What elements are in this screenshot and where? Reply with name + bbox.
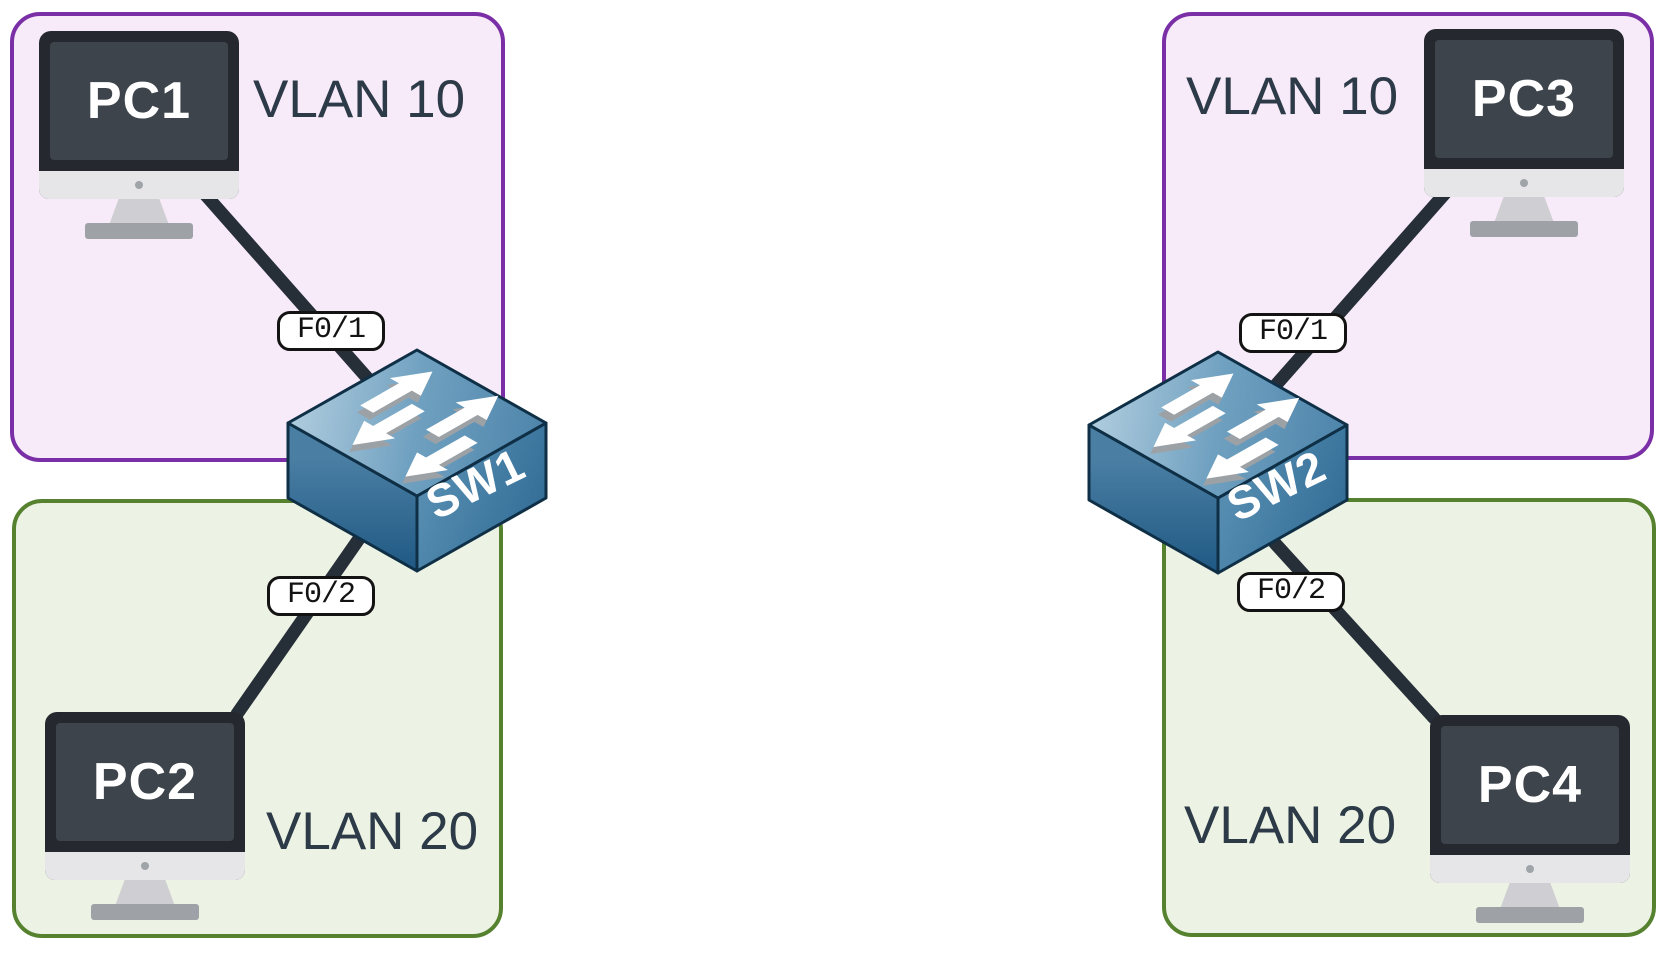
monitor-chin <box>45 852 245 880</box>
pc3-computer-icon: PC3 <box>1424 29 1624 237</box>
pc-name-label: PC1 <box>86 72 192 130</box>
camera-dot-icon <box>135 181 143 189</box>
monitor-chin <box>1424 169 1624 197</box>
monitor-base <box>91 904 199 920</box>
monitor-stand <box>115 880 175 906</box>
camera-dot-icon <box>1526 865 1534 873</box>
pc1-computer-icon: PC1 <box>39 31 239 239</box>
switch-top-face <box>286 348 548 498</box>
cable-sw2-pc4 <box>1245 511 1441 725</box>
port-label-sw2-f02: F0/2 <box>1237 572 1345 612</box>
monitor-base <box>85 223 193 239</box>
port-label-text: F0/2 <box>1256 574 1326 608</box>
camera-dot-icon <box>141 862 149 870</box>
port-label-sw2-f01: F0/1 <box>1239 313 1347 353</box>
pc-name-label: PC4 <box>1477 756 1583 814</box>
monitor-screen: PC4 <box>1441 726 1619 844</box>
monitor-stand <box>109 199 169 225</box>
pc-name-label: PC3 <box>1471 70 1577 128</box>
port-label-text: F0/2 <box>286 578 356 612</box>
vlan10-label-right: VLAN 10 <box>1186 67 1399 126</box>
monitor-screen: PC2 <box>56 723 234 841</box>
monitor-base <box>1470 221 1578 237</box>
monitor-stand <box>1500 883 1560 909</box>
monitor-screen: PC1 <box>50 42 228 160</box>
vlan10-label-left: VLAN 10 <box>253 70 466 129</box>
port-label-sw1-f01: F0/1 <box>277 311 385 351</box>
monitor-base <box>1476 907 1584 923</box>
monitor-stand <box>1494 197 1554 223</box>
monitor-chin <box>1430 855 1630 883</box>
pc4-computer-icon: PC4 <box>1430 715 1630 923</box>
port-label-text: F0/1 <box>1258 315 1328 349</box>
port-label-sw1-f02: F0/2 <box>267 576 375 616</box>
vlan20-label-left: VLAN 20 <box>266 802 479 861</box>
camera-dot-icon <box>1520 179 1528 187</box>
switch-top-face <box>1087 350 1349 500</box>
switch-sw2-icon: SW2 <box>1087 350 1349 575</box>
switch-sw1-icon: SW1 <box>286 348 548 573</box>
port-label-text: F0/1 <box>296 313 366 347</box>
cable-sw1-pc2 <box>230 516 377 721</box>
cable-pc3-sw2 <box>1238 183 1455 427</box>
pc2-computer-icon: PC2 <box>45 712 245 920</box>
monitor-chin <box>39 171 239 199</box>
pc-name-label: PC2 <box>92 753 198 811</box>
vlan20-label-right: VLAN 20 <box>1184 796 1397 855</box>
monitor-screen: PC3 <box>1435 40 1613 158</box>
